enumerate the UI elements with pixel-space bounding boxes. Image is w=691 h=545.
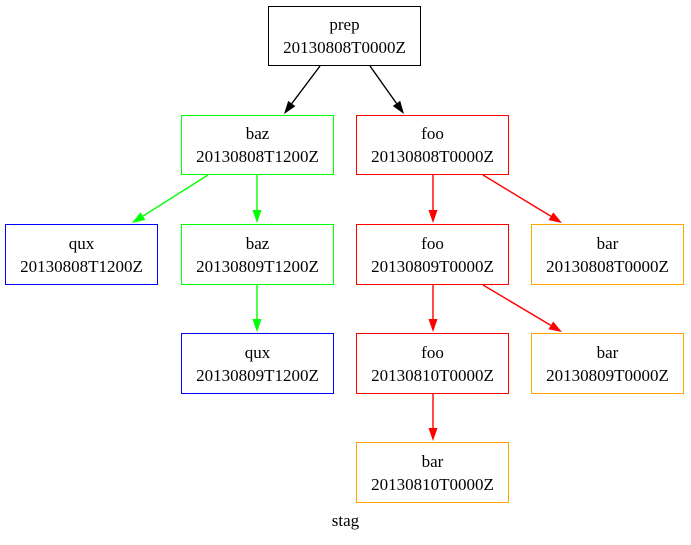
- edge-arrowhead: [252, 210, 262, 223]
- node-bar-20130810T0000Z: bar 20130810T0000Z: [356, 442, 509, 503]
- edge-prep-20130808T0000Z-to-foo-20130808T0000Z: [369, 65, 404, 114]
- task-name: baz: [245, 233, 270, 253]
- edge-line: [291, 65, 321, 105]
- cycle-point: 20130808T0000Z: [546, 256, 669, 276]
- cycle-point: 20130810T0000Z: [371, 365, 494, 385]
- task-name: prep: [329, 15, 360, 34]
- task-name: bar: [596, 342, 619, 362]
- graph-label: stag: [331, 511, 360, 530]
- edge-arrowhead: [252, 319, 262, 332]
- node-foo-20130808T0000Z: foo 20130808T0000Z: [356, 115, 509, 175]
- edge-arrowhead: [548, 212, 562, 223]
- edge-line: [482, 284, 552, 326]
- cycle-point: 20130808T0000Z: [283, 38, 406, 57]
- node-baz-20130808T1200Z: baz 20130808T1200Z: [181, 115, 334, 175]
- cycle-point: 20130809T1200Z: [196, 256, 319, 276]
- edge-line: [142, 174, 209, 217]
- edge-line: [482, 174, 552, 217]
- cycle-point: 20130810T0000Z: [371, 474, 494, 494]
- node-qux-20130808T1200Z: qux 20130808T1200Z: [5, 224, 158, 285]
- edge-baz-20130808T1200Z-to-qux-20130808T1200Z: [132, 174, 209, 223]
- node-foo-20130809T0000Z: foo 20130809T0000Z: [356, 224, 509, 285]
- edge-line: [369, 65, 398, 104]
- cycle-point: 20130808T1200Z: [20, 256, 143, 276]
- edge-baz-20130809T1200Z-to-qux-20130809T1200Z: [252, 285, 262, 332]
- edge-arrowhead: [428, 319, 438, 332]
- task-name: foo: [421, 342, 444, 362]
- task-name: foo: [421, 233, 444, 253]
- edge-arrowhead: [428, 428, 438, 441]
- node-prep-20130808T0000Z: prep 20130808T0000Z: [268, 6, 421, 66]
- node-foo-20130810T0000Z: foo 20130810T0000Z: [356, 333, 509, 394]
- node-bar-20130809T0000Z: bar 20130809T0000Z: [531, 333, 684, 394]
- edge-arrowhead: [392, 100, 404, 114]
- task-name: foo: [421, 124, 444, 143]
- edge-arrowhead: [132, 212, 146, 223]
- cycle-point: 20130809T0000Z: [371, 256, 494, 276]
- task-name: qux: [68, 233, 95, 253]
- task-name: baz: [245, 124, 270, 143]
- cycle-point: 20130808T0000Z: [371, 147, 494, 166]
- cycle-point: 20130808T1200Z: [196, 147, 319, 166]
- edge-foo-20130810T0000Z-to-bar-20130810T0000Z: [428, 394, 438, 441]
- edge-arrowhead: [548, 321, 562, 332]
- edge-arrowhead: [284, 100, 296, 114]
- cycle-point: 20130809T1200Z: [196, 365, 319, 385]
- edge-foo-20130808T0000Z-to-bar-20130808T0000Z: [482, 174, 562, 223]
- node-baz-20130809T1200Z: baz 20130809T1200Z: [181, 224, 334, 285]
- edge-foo-20130808T0000Z-to-foo-20130809T0000Z: [428, 175, 438, 223]
- edge-foo-20130809T0000Z-to-bar-20130809T0000Z: [482, 284, 562, 332]
- node-bar-20130808T0000Z: bar 20130808T0000Z: [531, 224, 684, 285]
- task-name: bar: [421, 451, 444, 471]
- edge-baz-20130808T1200Z-to-baz-20130809T1200Z: [252, 175, 262, 223]
- edge-foo-20130809T0000Z-to-foo-20130810T0000Z: [428, 285, 438, 332]
- task-name: qux: [244, 342, 271, 362]
- task-name: bar: [596, 233, 619, 253]
- cycle-point: 20130809T0000Z: [546, 365, 669, 385]
- edge-prep-20130808T0000Z-to-baz-20130808T1200Z: [284, 65, 321, 114]
- node-qux-20130809T1200Z: qux 20130809T1200Z: [181, 333, 334, 394]
- edge-arrowhead: [428, 210, 438, 223]
